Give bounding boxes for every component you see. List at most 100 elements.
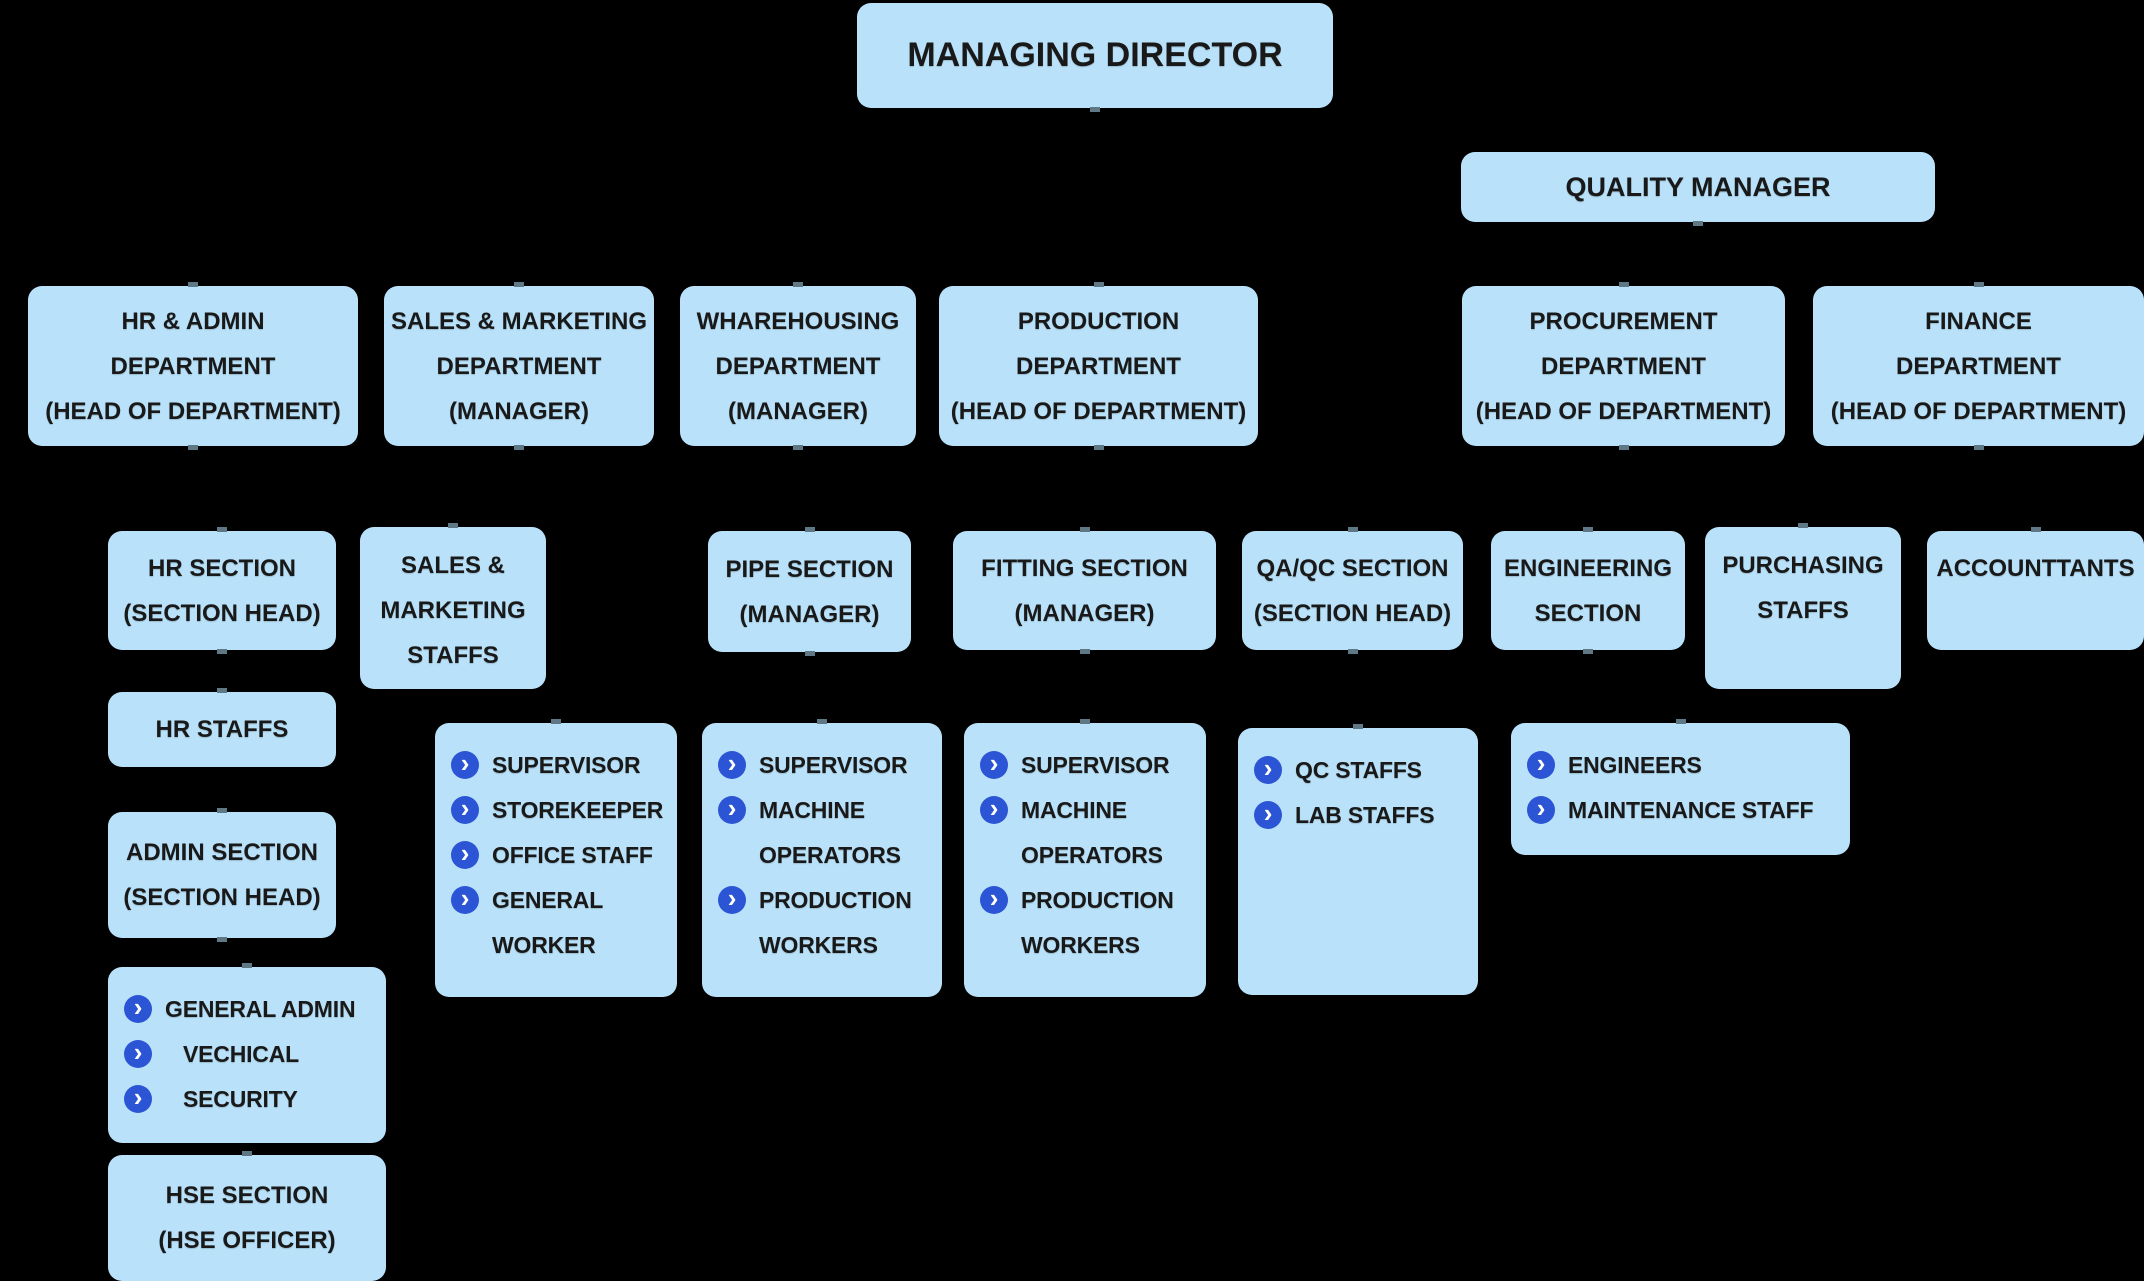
chevron-bullet-icon: › <box>980 795 1008 824</box>
org-box-label: PIPE SECTION <box>725 555 894 583</box>
org-box-label: SALES & <box>400 552 505 579</box>
org-box-label: HSE SECTION <box>165 1182 329 1209</box>
org-box-warehousing-department: WHAREHOUSING DEPARTMENT (MANAGER) <box>680 282 916 450</box>
org-box-label: (MANAGER) <box>728 397 868 425</box>
list-item-label: MACHINE OPERATORS <box>1021 797 1163 868</box>
org-box-purchasing-staffs: PURCHASING STAFFS <box>1705 523 1901 689</box>
org-box-admin-staff-list: › GENERAL ADMIN › VECHICAL › SECURITY <box>108 963 386 1143</box>
chevron-bullet-icon: › <box>1254 800 1282 829</box>
list-item-label: STOREKEEPER <box>492 797 664 823</box>
org-box-engineering-section: ENGINEERING SECTION <box>1491 527 1685 654</box>
org-box-label: MANAGING DIRECTOR <box>907 36 1283 74</box>
list-item-label: QC STAFFS <box>1295 757 1422 783</box>
org-box-label: DEPARTMENT <box>1541 352 1706 380</box>
list-item: › STOREKEEPER <box>451 788 669 833</box>
org-box-label: (MANAGER) <box>1014 599 1155 627</box>
list-item: › PRODUCTION WORKERS <box>980 878 1198 968</box>
org-box-label: SECTION <box>1534 599 1642 627</box>
org-box-label: DEPARTMENT <box>436 352 602 380</box>
list-item-label: OFFICE STAFF <box>492 842 653 868</box>
org-box-label: DEPARTMENT <box>110 352 276 380</box>
list-item: › SUPERVISOR <box>451 743 669 788</box>
list-item: › OFFICE STAFF <box>451 833 669 878</box>
org-box-fitting-section: FITTING SECTION (MANAGER) <box>953 527 1216 654</box>
chevron-bullet-icon: › <box>718 885 746 914</box>
list-item: › VECHICAL <box>124 1032 378 1077</box>
chevron-bullet-icon: › <box>124 1039 152 1068</box>
org-box-label: STAFFS <box>1757 597 1849 624</box>
chevron-bullet-icon: › <box>451 885 479 914</box>
org-box-label: (HEAD OF DEPARTMENT) <box>1475 397 1772 425</box>
list-item: › LAB STAFFS <box>1254 793 1470 838</box>
list-item: › SUPERVISOR <box>718 743 934 788</box>
org-box-label: (HEAD OF DEPARTMENT) <box>950 397 1247 425</box>
org-box-qaqc-section: QA/QC SECTION (SECTION HEAD) <box>1242 527 1463 654</box>
org-box-label: DEPARTMENT <box>715 352 881 380</box>
org-box-warehousing-staff-list: › SUPERVISOR › STOREKEEPER › OFFICE STAF… <box>435 719 677 997</box>
list-item-label: LAB STAFFS <box>1295 802 1435 828</box>
list-item: › GENERAL ADMIN <box>124 987 378 1032</box>
org-box-sales-marketing-department: SALES & MARKETING DEPARTMENT (MANAGER) <box>384 282 654 450</box>
org-box-managing-director: MANAGING DIRECTOR <box>857 3 1333 112</box>
org-box-label: (HSE OFFICER) <box>158 1227 336 1254</box>
list-item-label: SECURITY <box>183 1086 298 1112</box>
chevron-bullet-icon: › <box>451 840 479 869</box>
chevron-bullet-icon: › <box>451 795 479 824</box>
chevron-bullet-icon: › <box>1527 795 1555 824</box>
org-box-label: QUALITY MANAGER <box>1565 171 1831 202</box>
org-box-label: ADMIN SECTION <box>126 839 318 866</box>
org-box-label: (SECTION HEAD) <box>123 884 321 911</box>
org-box-label: MARKETING <box>380 597 526 624</box>
org-box-hr-section: HR SECTION (SECTION HEAD) <box>108 527 336 654</box>
list-item-label: GENERAL ADMIN <box>165 996 356 1022</box>
list-item-label: ENGINEERS <box>1568 752 1702 778</box>
list-item: › MACHINE OPERATORS <box>718 788 934 878</box>
chevron-bullet-icon: › <box>980 750 1008 779</box>
org-box-label: PROCUREMENT <box>1529 307 1718 335</box>
org-box-label: STAFFS <box>407 642 499 669</box>
list-item: › GENERAL WORKER <box>451 878 669 968</box>
org-box-fitting-staff-list: › SUPERVISOR › MACHINE OPERATORS › PRODU… <box>964 719 1206 997</box>
org-box-label: PRODUCTION <box>1017 307 1180 335</box>
org-box-production-department: PRODUCTION DEPARTMENT (HEAD OF DEPARTMEN… <box>939 282 1258 450</box>
chevron-bullet-icon: › <box>1527 750 1555 779</box>
org-box-label: PURCHASING <box>1722 552 1884 579</box>
list-item-label: MAINTENANCE STAFF <box>1568 797 1814 823</box>
list-item: › MAINTENANCE STAFF <box>1527 788 1842 833</box>
org-box-hr-staffs: HR STAFFS <box>108 688 336 767</box>
org-box-label: (SECTION HEAD) <box>123 599 321 627</box>
org-box-label: FITTING SECTION <box>981 554 1188 582</box>
chevron-bullet-icon: › <box>980 885 1008 914</box>
list-item: › PRODUCTION WORKERS <box>718 878 934 968</box>
list-item-label: SUPERVISOR <box>759 752 908 778</box>
org-box-label: (SECTION HEAD) <box>1253 599 1452 627</box>
org-box-label: DEPARTMENT <box>1016 352 1181 380</box>
chevron-bullet-icon: › <box>124 994 152 1023</box>
chevron-bullet-icon: › <box>1254 755 1282 784</box>
list-item: › SUPERVISOR <box>980 743 1198 788</box>
org-box-label: QA/QC SECTION <box>1256 554 1449 582</box>
org-box-qaqc-staff-list: › QC STAFFS › LAB STAFFS <box>1238 724 1478 995</box>
org-box-label: HR SECTION <box>147 554 296 582</box>
org-box-accountants: ACCOUNTTANTS <box>1927 527 2144 650</box>
org-box-label: HR STAFFS <box>155 716 289 743</box>
org-box-label: (MANAGER) <box>739 600 880 628</box>
org-box-hse-section: HSE SECTION (HSE OFFICER) <box>108 1151 386 1281</box>
list-item-label: SUPERVISOR <box>1021 752 1170 778</box>
org-box-label: (HEAD OF DEPARTMENT) <box>45 397 341 425</box>
org-box-label: HR & ADMIN <box>121 307 265 335</box>
org-box-label: (MANAGER) <box>449 397 589 425</box>
list-item-label: PRODUCTION WORKERS <box>759 887 912 958</box>
list-item: › QC STAFFS <box>1254 748 1470 793</box>
org-box-label: DEPARTMENT <box>1896 352 2061 380</box>
org-box-procurement-department: PROCUREMENT DEPARTMENT (HEAD OF DEPARTME… <box>1462 282 1785 450</box>
list-item-label: GENERAL WORKER <box>492 887 603 958</box>
list-item: › ENGINEERS <box>1527 743 1842 788</box>
org-box-pipe-section: PIPE SECTION (MANAGER) <box>708 527 911 656</box>
org-box-label: ACCOUNTTANTS <box>1936 555 2135 582</box>
org-box-finance-department: FINANCE DEPARTMENT (HEAD OF DEPARTMENT) <box>1813 282 2144 450</box>
org-box-engineering-staff-list: › ENGINEERS › MAINTENANCE STAFF <box>1511 719 1850 855</box>
org-box-label: ENGINEERING <box>1503 554 1673 582</box>
org-box-label: (HEAD OF DEPARTMENT) <box>1830 397 2127 425</box>
